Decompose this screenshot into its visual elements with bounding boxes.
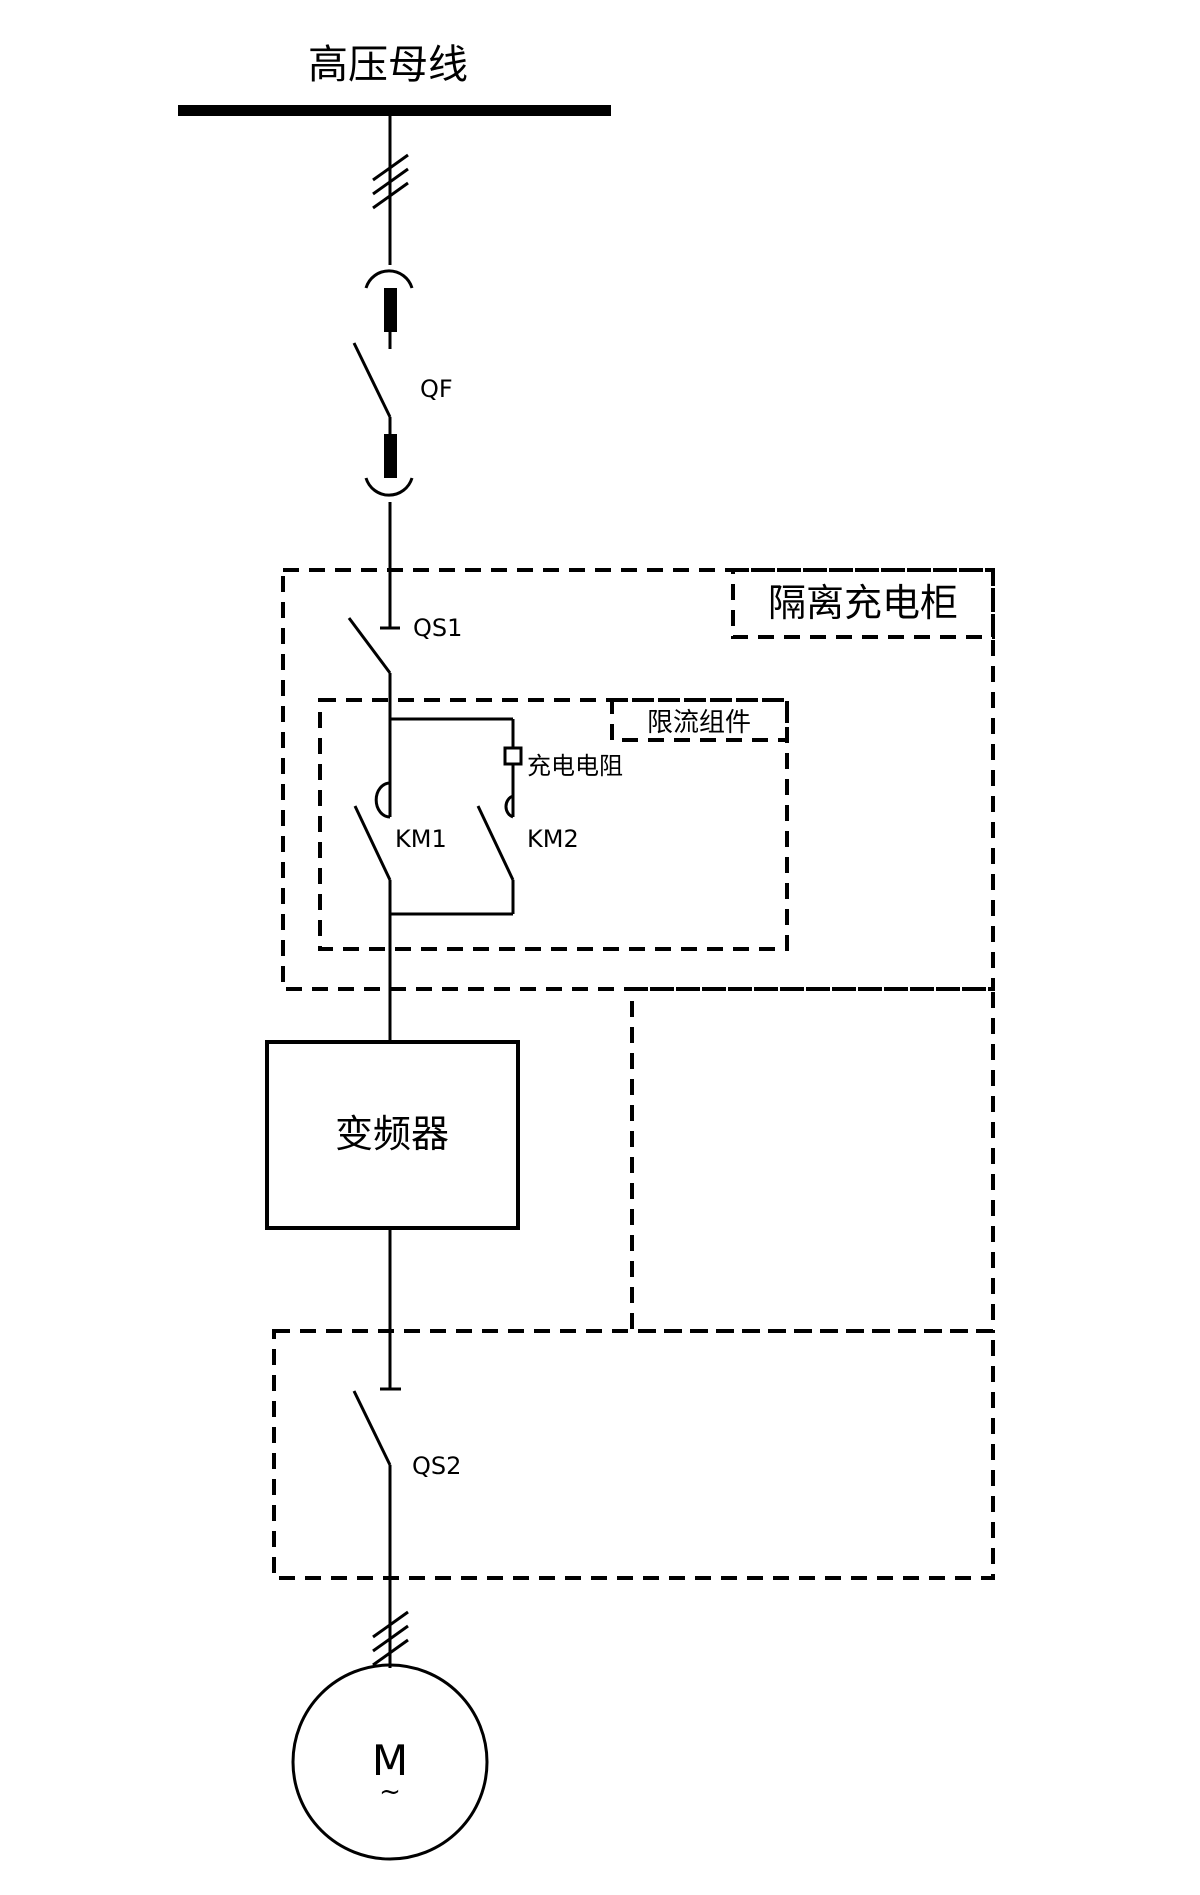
breaker-qf-label: QF (420, 375, 453, 403)
busbar-title: 高压母线 (308, 42, 468, 88)
contactor-km2 (476, 764, 515, 914)
limiter-label: 限流组件 (647, 708, 751, 738)
motor-symbol (291, 1663, 489, 1861)
three-phase-marker-bottom (372, 1610, 409, 1667)
high-voltage-busbar (178, 105, 611, 116)
isolator-qs1-label: QS1 (413, 614, 462, 642)
vfd-label: 变频器 (335, 1112, 449, 1156)
breaker-qf (352, 269, 414, 497)
cabinet-label-box (731, 568, 995, 639)
contactor-km2-label: KM2 (527, 825, 579, 853)
three-phase-marker-top (372, 153, 409, 210)
isolator-qs2 (352, 1387, 401, 1668)
limiter-label-box (610, 698, 789, 742)
limiter-outline (318, 698, 789, 951)
charging-resistor (503, 746, 523, 766)
isolator-qs1 (347, 617, 400, 719)
contactor-km1 (353, 719, 392, 914)
cabinet-label: 隔离充电柜 (768, 581, 958, 625)
middle-section-outline (630, 987, 995, 1333)
contactor-km1-label: KM1 (395, 825, 447, 853)
output-section-outline (272, 1329, 995, 1580)
motor-label: M (372, 1736, 408, 1785)
vfd-box (265, 1040, 520, 1230)
motor-ac-symbol: ~ (379, 1777, 401, 1807)
isolator-qs2-label: QS2 (412, 1452, 461, 1480)
charging-resistor-label: 充电电阻 (527, 752, 623, 780)
